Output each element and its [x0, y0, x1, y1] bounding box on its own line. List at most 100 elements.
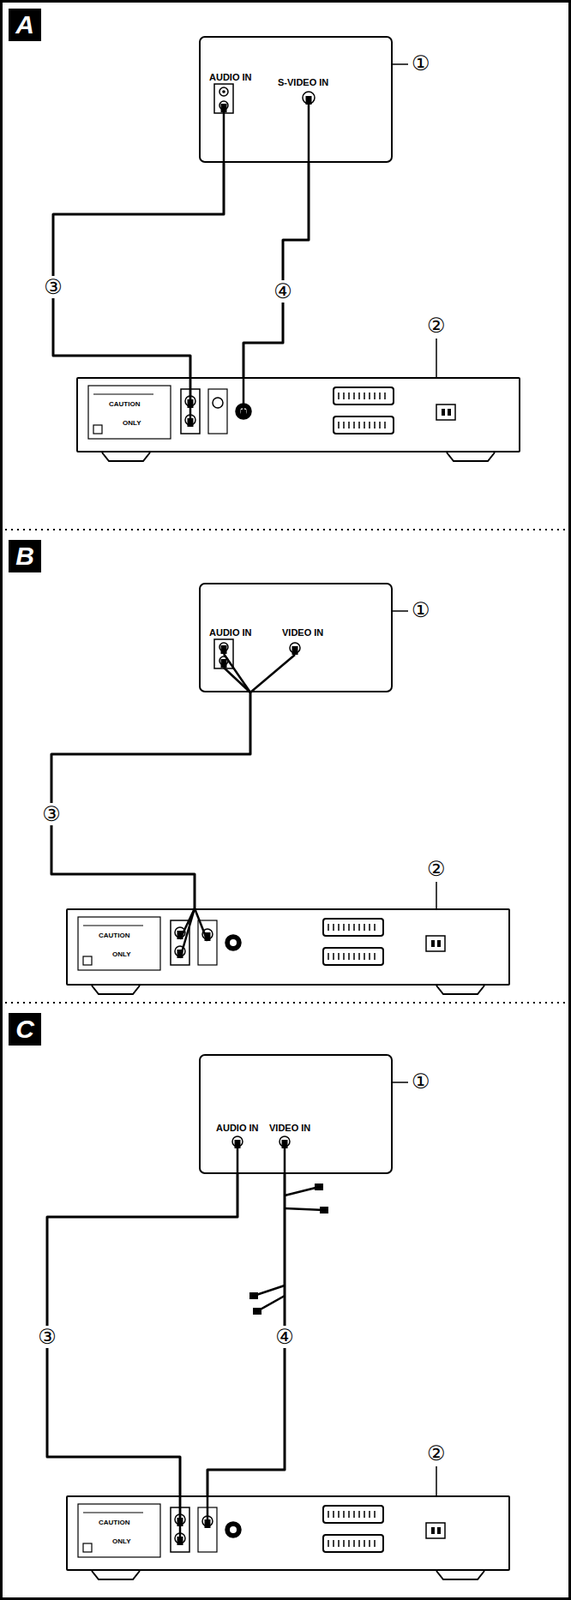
cable [51, 692, 251, 909]
scart-pin [368, 924, 371, 932]
callout-number: ② [426, 859, 446, 880]
caution-plate [78, 1504, 161, 1558]
scart-pin [368, 1540, 371, 1548]
scart-pin [348, 1540, 350, 1548]
caution-plate [88, 385, 171, 439]
caution-text: ONLY [122, 420, 142, 428]
scart-socket [333, 416, 394, 434]
panel-letter: B [8, 540, 42, 573]
jack-label: AUDIO IN [209, 72, 253, 83]
s-video-out-jack [225, 935, 241, 951]
scart-socket [323, 948, 384, 966]
optical-port [83, 1544, 92, 1553]
plug [240, 409, 247, 419]
callout-number: ④ [273, 1326, 296, 1349]
ac-pin [437, 940, 441, 948]
scart-pin [327, 1511, 330, 1519]
scart-pin [342, 1540, 345, 1548]
plug-lead [223, 667, 251, 693]
plug-lead [283, 1148, 287, 1175]
scart-socket [323, 1506, 384, 1524]
spare-cable [284, 1208, 325, 1211]
jack-panel [214, 84, 234, 114]
panel-letter: A [8, 8, 42, 42]
spare-plug [252, 1308, 262, 1316]
scart-pin [332, 1511, 335, 1519]
spare-cable [253, 1286, 285, 1297]
scart-pin [358, 1511, 361, 1519]
scart-pin [348, 421, 350, 429]
leader-line [435, 338, 438, 378]
caution-plate [78, 917, 161, 971]
scart-pin [342, 924, 345, 932]
scart-pin [368, 392, 371, 400]
scart-pin [363, 953, 366, 961]
cable [53, 162, 224, 378]
foot [91, 985, 140, 995]
optical-port [83, 956, 92, 966]
callout-number: ③ [40, 803, 63, 826]
scart-pin [332, 1540, 335, 1548]
ac-pin [447, 408, 451, 416]
scart-pin [358, 421, 361, 429]
spare-plug [314, 1184, 324, 1191]
spare-plug [249, 1292, 259, 1300]
jack [219, 87, 229, 97]
scart-pin [348, 953, 350, 961]
plug [292, 646, 299, 656]
leader-line [435, 882, 438, 909]
plug [177, 1537, 184, 1546]
scart-pin [327, 953, 330, 961]
callout-number: ① [411, 53, 431, 74]
scart-pin [384, 421, 386, 429]
jack [302, 91, 315, 104]
ac-pin [437, 1527, 441, 1535]
jack-label: VIDEO IN [282, 627, 324, 638]
plug-lead [223, 654, 251, 693]
scart-pin [337, 392, 340, 400]
jack-label: AUDIO IN [209, 627, 253, 638]
jack-label: S-VIDEO IN [277, 77, 329, 88]
ac-inlet [426, 1523, 445, 1539]
plug-lead [307, 104, 311, 163]
jack-label: VIDEO IN [269, 1123, 311, 1134]
foot [446, 452, 495, 462]
scart-pin [378, 392, 381, 400]
scart-pin [337, 924, 340, 932]
player-detail [78, 1504, 485, 1581]
scart-pin [332, 924, 335, 932]
leader-line [435, 1466, 438, 1497]
optical-port [93, 425, 103, 434]
ac-inlet [436, 404, 456, 421]
cable [243, 162, 309, 378]
scart-pin [353, 421, 355, 429]
scart-pin [368, 953, 371, 961]
separator [5, 1002, 566, 1004]
callout-number: ③ [36, 1326, 59, 1349]
s-video-pin [229, 1526, 237, 1534]
scart-pin [373, 924, 376, 932]
scart-pin [353, 1540, 355, 1548]
plug-lead [236, 1148, 240, 1175]
scart-pin [363, 1511, 366, 1519]
callout-number: ① [411, 600, 431, 621]
caution-text: ONLY [112, 1538, 132, 1547]
scart-pin [373, 953, 376, 961]
scart-pin [373, 1511, 376, 1519]
scart-pin [342, 1511, 345, 1519]
separator [5, 528, 566, 531]
player-detail [78, 917, 485, 995]
foot [102, 452, 151, 462]
scart-pin [358, 953, 361, 961]
scart-pin [368, 421, 371, 429]
plate-mark [83, 1513, 144, 1515]
callout-number: ① [411, 1071, 431, 1093]
plug [221, 103, 228, 113]
dvd-player: CAUTIONONLY [76, 377, 521, 453]
leader-line [392, 610, 409, 613]
scart-pin [348, 392, 350, 400]
